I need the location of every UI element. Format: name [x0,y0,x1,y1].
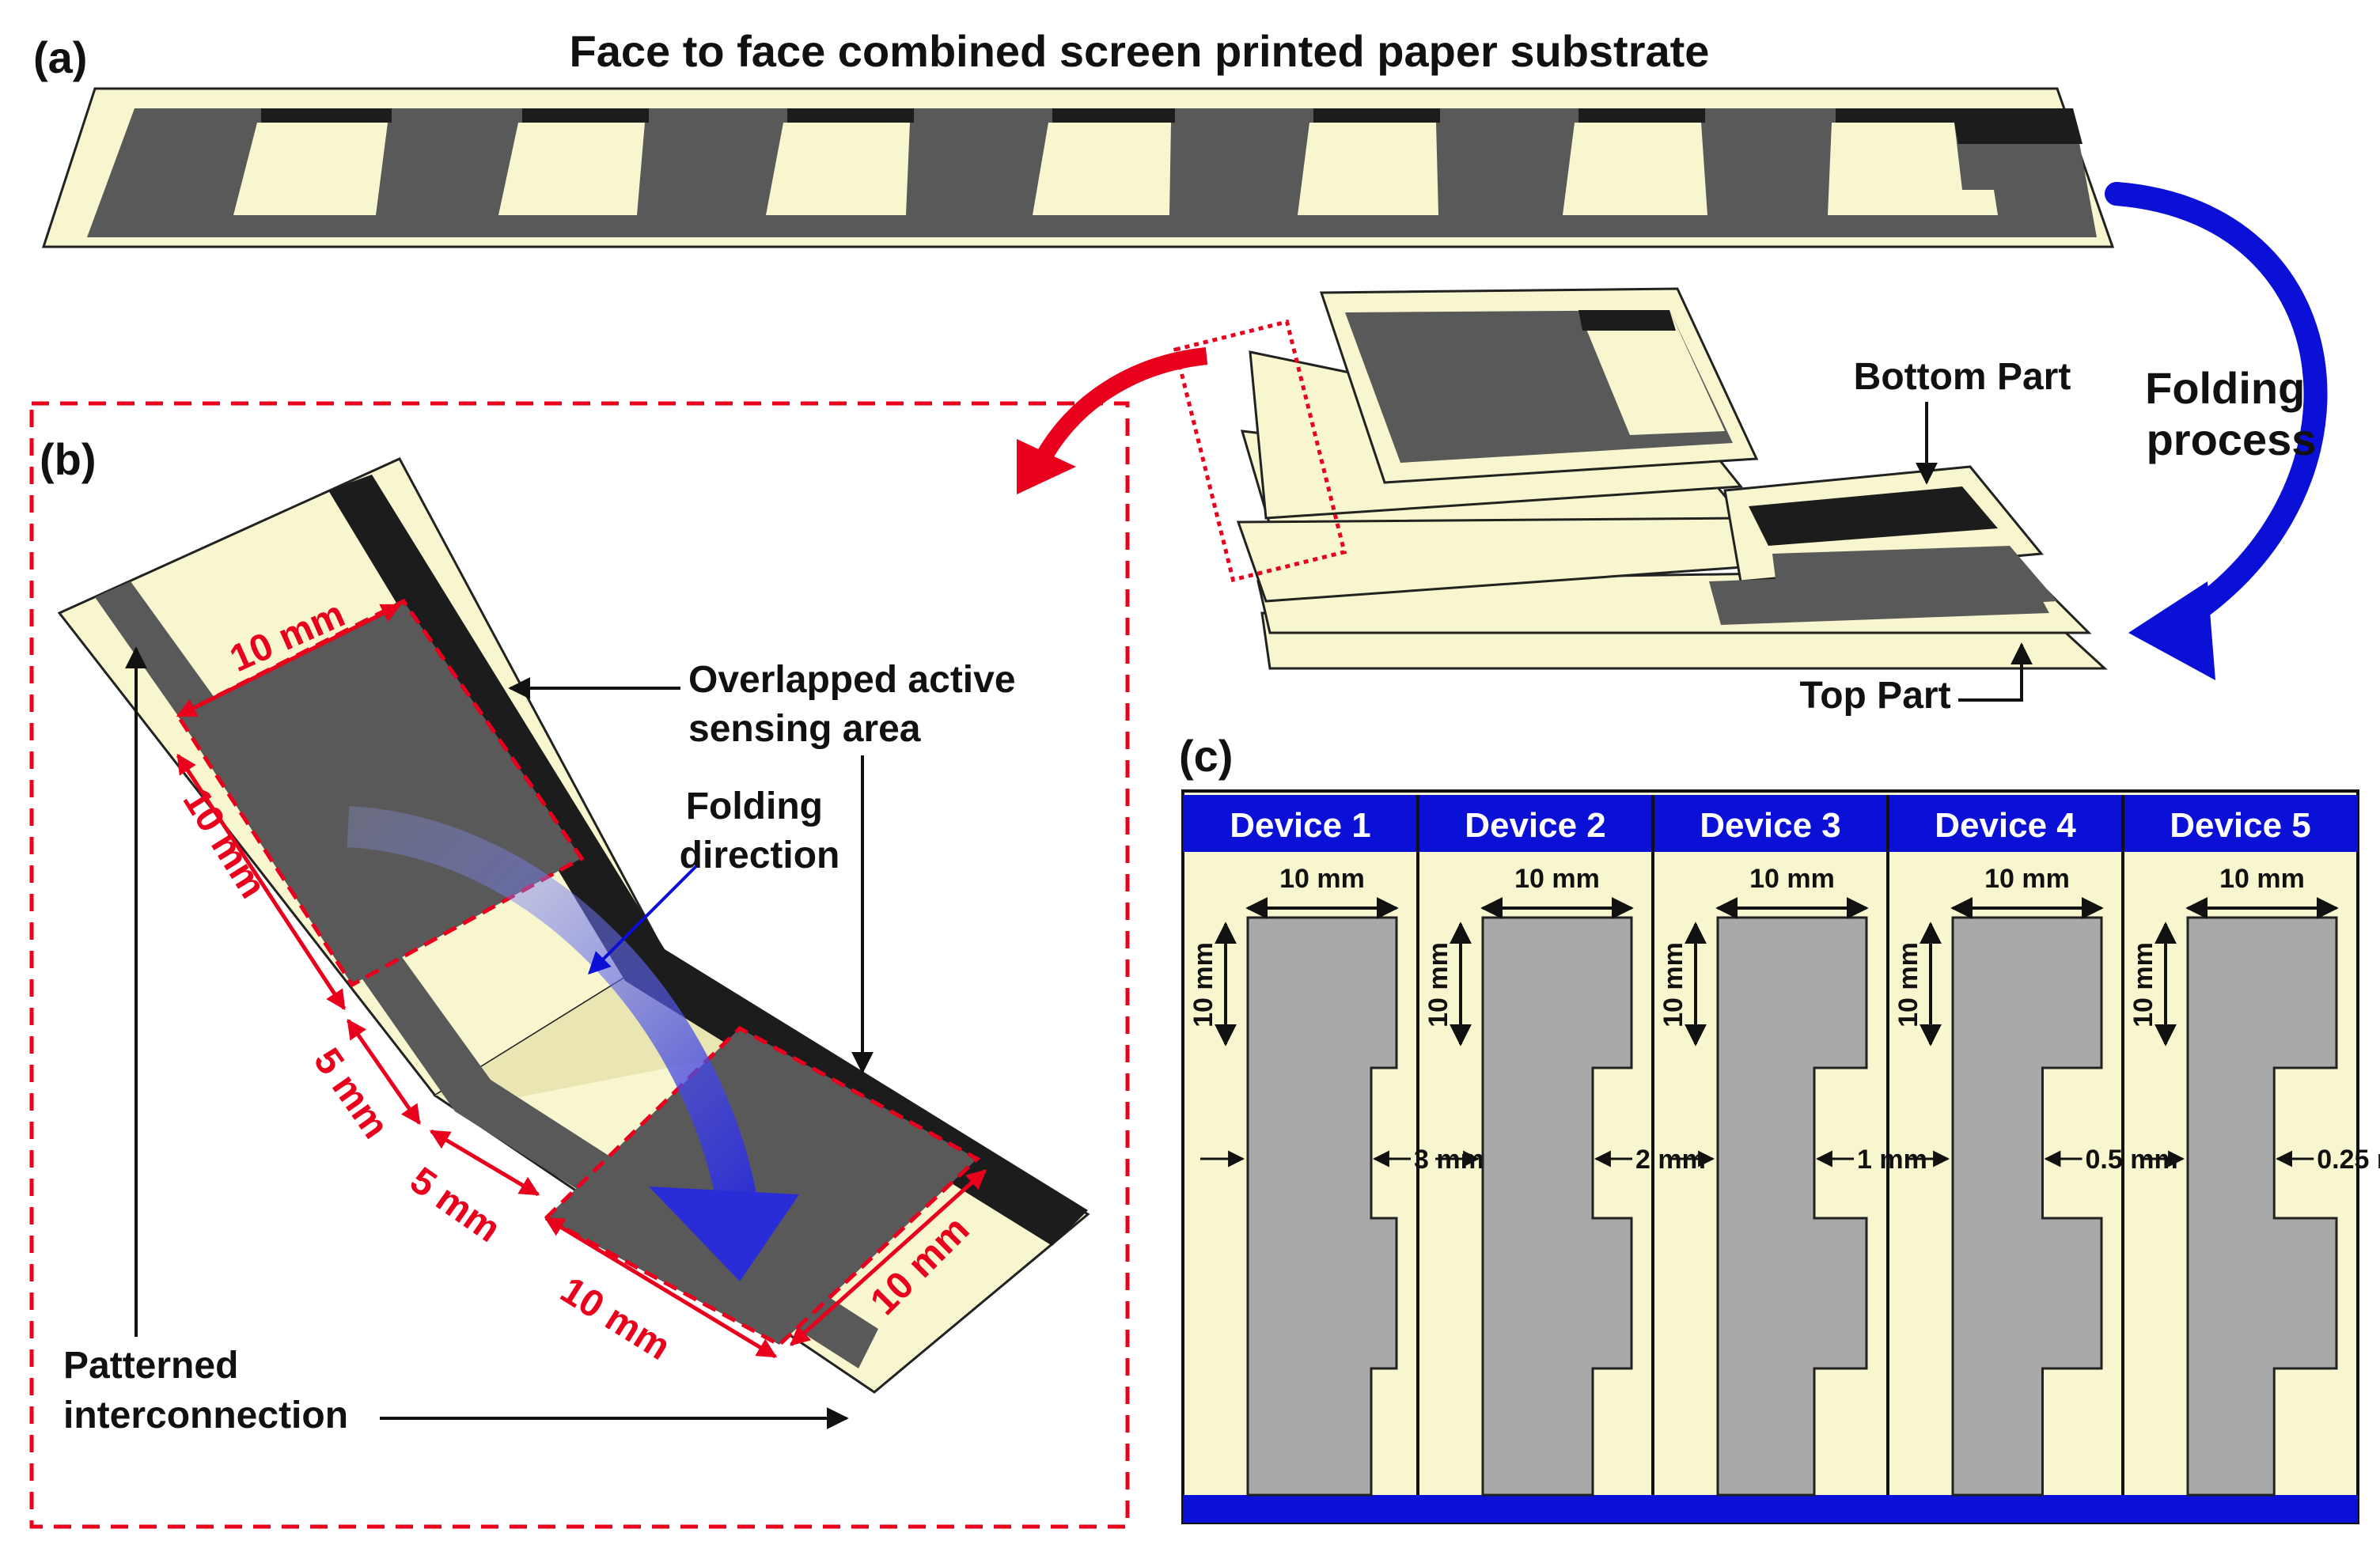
dim-label: 5 mm [403,1160,508,1251]
device-electrode [1246,916,1398,1497]
device-height-label: 10 mm [2128,942,2158,1028]
substrate-windows [233,123,1998,215]
dim-arrow [544,1216,778,1359]
dim-arrow [429,1129,540,1197]
substrate-window [1828,123,1998,215]
folding-process-label: Folding process [2145,363,2317,464]
panel-b-label: (b) [40,434,97,484]
patterned-interconnection-label: Patterned interconnection [63,1345,348,1436]
device-name: Device 2 [1465,806,1606,845]
panel-b: (b) 10 mm 10 mm 5 mm 5 mm 10 mm 10 mm Ov… [29,401,1130,1529]
substrate-window [498,123,645,215]
device-electrode [1716,916,1868,1497]
device-name: Device 3 [1700,806,1841,845]
panel-c-label: (c) [1179,731,1233,781]
bottom-part-label: Bottom Part [1854,356,2071,398]
substrate-window [1033,123,1171,215]
device-gap-label: 0.25 mm [2317,1145,2380,1175]
zoom-red-arrow [1033,347,1208,467]
dim-arrow [790,1169,987,1346]
top-part-pointer [1958,642,2033,702]
device-width-label: 10 mm [2219,864,2305,894]
device-height-label: 10 mm [1658,942,1688,1028]
dim-arrow [176,753,347,1011]
panel-a-title: Face to face combined screen printed pap… [570,26,1710,76]
substrate-window [233,123,388,215]
substrate-window [1298,123,1438,215]
overlapped-area-label: Overlapped active sensing area [688,659,1026,750]
device-width-label: 10 mm [1984,864,2070,894]
device-table-footer-bar [1183,1495,2358,1523]
device-width-label: 10 mm [1514,864,1600,894]
device-name: Device 5 [2170,806,2311,845]
substrate-dark-bars [261,108,2082,144]
zoom-red-arrowhead [1017,439,1076,494]
substrate-window [766,123,910,215]
device-table-header-bar [1183,795,2358,852]
folding-process-arrowhead [2128,581,2215,680]
folding-process-arrow [2105,182,2328,645]
device-electrode [1481,916,1633,1497]
device-width-label: 10 mm [1279,864,1365,894]
interconnection-stripe-right [328,475,1088,1246]
folding-direction-label: Folding direction [680,785,840,876]
top-part-label: Top Part [1799,675,1950,717]
substrate-window [1563,123,1707,215]
device-height-label: 10 mm [1423,942,1453,1028]
folding-direction-pointer [588,865,698,975]
device-name: Device 1 [1230,806,1371,845]
device-height-label: 10 mm [1893,942,1923,1028]
dim-label: 5 mm [305,1041,396,1146]
device-height-label: 10 mm [1188,942,1218,1028]
folded-stack [1236,287,2108,670]
device-width-label: 10 mm [1749,864,1835,894]
device-name: Device 4 [1935,806,2076,845]
dim-arrow [176,603,402,718]
stack-zoom-box [1173,319,1347,582]
panel-a-label: (a) [33,32,87,82]
dim-arrow [346,1018,422,1126]
device-electrode [1951,916,2103,1497]
panel-a: (a) Face to face combined screen printed… [33,26,2328,717]
device-electrode [2186,916,2338,1497]
panel-b-frame [29,401,1130,1529]
